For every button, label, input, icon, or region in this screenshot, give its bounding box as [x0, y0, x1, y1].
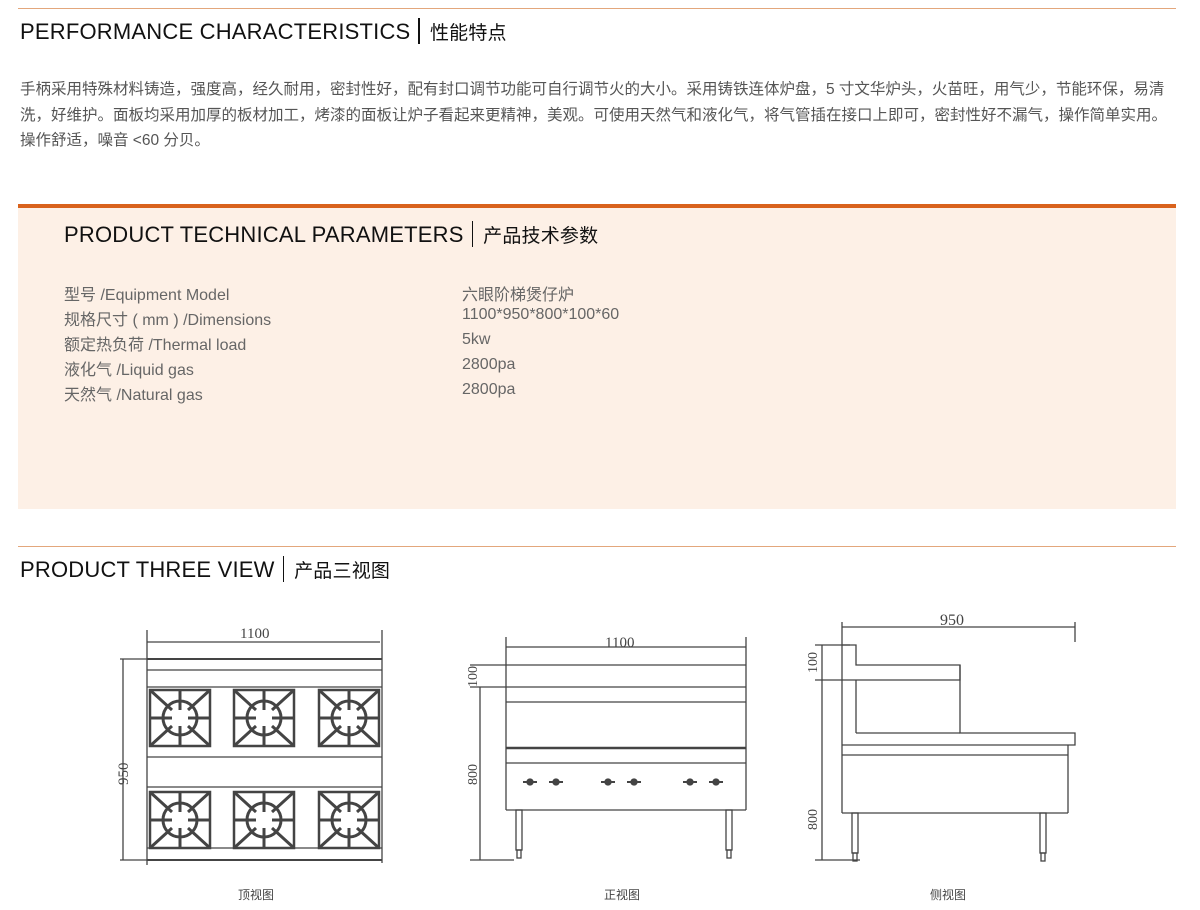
parameters-heading: PRODUCT TECHNICAL PARAMETERS 产品技术参数: [64, 221, 598, 248]
top-width-label: 1100: [240, 626, 269, 642]
three-view-heading: PRODUCT THREE VIEW 产品三视图: [20, 556, 390, 583]
knob-icon: [709, 778, 723, 786]
burner-grate: [148, 688, 212, 748]
front-view-drawing: 1100 100 800: [466, 635, 747, 861]
heading-en: PRODUCT THREE VIEW: [20, 557, 275, 582]
heading-separator: [471, 221, 474, 247]
heading-cn: 性能特点: [429, 23, 507, 44]
top-view-drawing: 1100 950: [116, 626, 383, 865]
front-h1-label: 100: [466, 666, 481, 687]
side-view-drawing: 950 100 800: [806, 612, 1076, 862]
performance-heading: PERFORMANCE CHARACTERISTICS 性能特点: [20, 18, 507, 45]
param-label: 液化气 /Liquid gas: [64, 362, 194, 379]
knob-icon: [523, 778, 537, 786]
param-value: 2800pa: [462, 356, 516, 373]
param-label: 天然气 /Natural gas: [64, 387, 203, 404]
side-view-caption: 侧视图: [930, 888, 967, 902]
front-h2-label: 800: [466, 764, 481, 785]
param-value: 5kw: [462, 331, 491, 348]
burner-grate: [232, 688, 296, 748]
top-depth-label: 950: [116, 763, 132, 786]
side-h1-label: 100: [806, 652, 821, 673]
top-view-caption: 顶视图: [238, 888, 275, 902]
burner-grate: [232, 790, 296, 850]
burner-grate: [317, 790, 381, 850]
knob-icon: [601, 778, 615, 786]
param-value: 1100*950*800*100*60: [462, 306, 620, 323]
front-view-caption: 正视图: [604, 888, 641, 902]
heading-cn: 产品技术参数: [483, 226, 599, 247]
param-label: 额定热负荷 /Thermal load: [64, 337, 247, 354]
param-label: 规格尺寸 ( mm ) /Dimensions: [64, 312, 272, 329]
knob-icon: [549, 778, 563, 786]
three-view-divider: [18, 546, 1176, 547]
front-width-label: 1100: [605, 635, 634, 651]
param-value: 六眼阶梯煲仔炉: [462, 287, 575, 304]
parameters-panel: [18, 204, 1176, 509]
heading-separator: [418, 18, 420, 44]
knob-icon: [627, 778, 641, 786]
performance-text: 手柄采用特殊材料铸造，强度高，经久耐用，密封性好，配有封口调节功能可自行调节火的…: [20, 81, 1168, 149]
param-label: 型号 /Equipment Model: [64, 287, 230, 304]
heading-cn: 产品三视图: [294, 561, 391, 582]
param-value: 2800pa: [462, 381, 516, 398]
burner-grate: [148, 790, 212, 850]
knob-icon: [683, 778, 697, 786]
heading-en: PRODUCT TECHNICAL PARAMETERS: [64, 222, 464, 247]
side-depth-label: 950: [940, 612, 964, 629]
side-h2-label: 800: [806, 809, 821, 830]
burner-grate: [317, 688, 381, 748]
heading-en: PERFORMANCE CHARACTERISTICS: [20, 19, 411, 44]
heading-separator: [282, 556, 285, 582]
top-divider: [18, 8, 1176, 9]
